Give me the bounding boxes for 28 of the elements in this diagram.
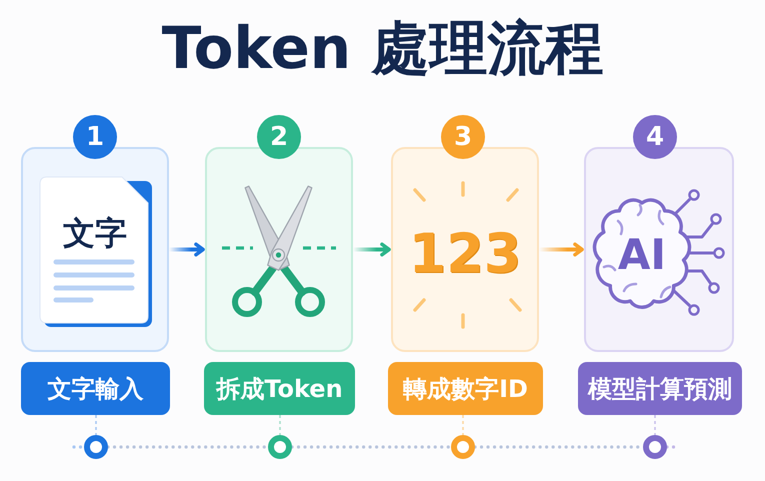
step-card (21, 147, 169, 352)
dashed-line (279, 415, 281, 435)
step-label: 轉成數字ID (388, 362, 543, 415)
step-label: 文字輸入 (21, 362, 170, 415)
step-label: 模型計算預測 (578, 362, 742, 415)
number-badge: 2 (257, 115, 301, 159)
dashed-line (654, 415, 656, 435)
number-text: 123 (408, 227, 522, 281)
arrow (353, 242, 391, 256)
arrow (539, 242, 584, 256)
dashed-line (95, 415, 97, 435)
step-card (584, 147, 734, 352)
step-card (391, 147, 539, 352)
timeline-dot (643, 435, 667, 459)
timeline-dot (84, 435, 108, 459)
number-badge: 4 (633, 115, 677, 159)
dotted-line (290, 445, 453, 449)
arrow (169, 242, 205, 256)
title: Token 處理流程 (160, 13, 604, 84)
step-label: 拆成Token (204, 362, 355, 415)
number-badge: 3 (441, 115, 485, 159)
document-text: 文字 (63, 217, 127, 249)
timeline-dot (268, 435, 292, 459)
step-card (205, 147, 353, 352)
dashed-line (462, 415, 464, 435)
timeline-dot (451, 435, 475, 459)
number-badge: 1 (73, 115, 117, 159)
brain-text: AI (618, 234, 666, 276)
